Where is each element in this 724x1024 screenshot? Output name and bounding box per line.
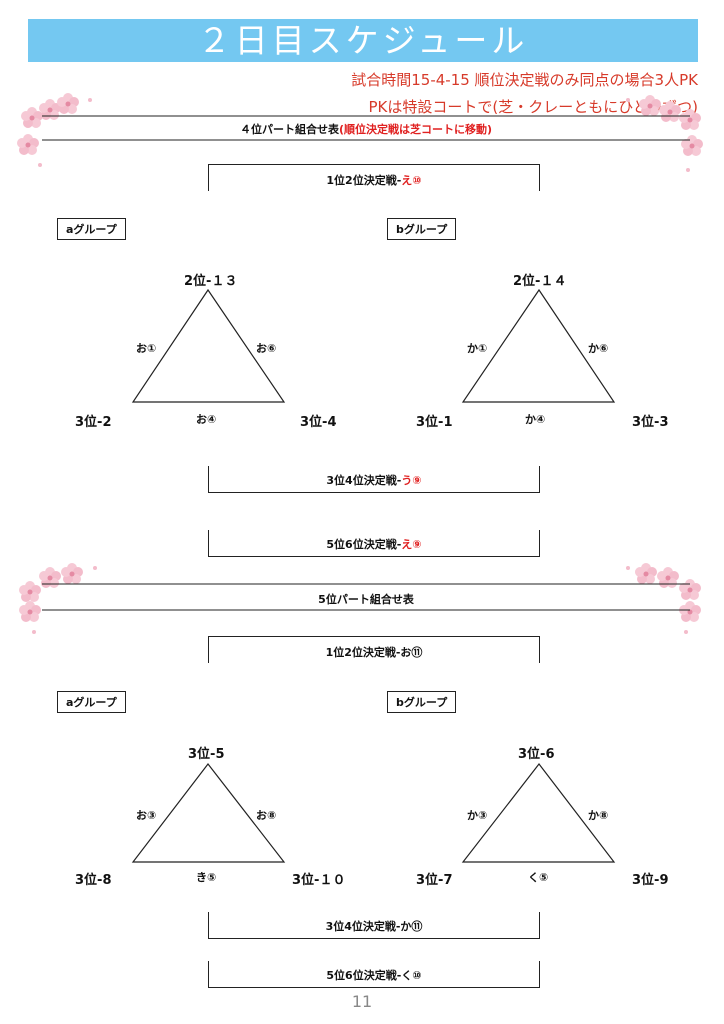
s1b-edge-right: か⑥ <box>588 342 609 355</box>
s1-final12-label: 1位2位決定戦-え⑩ <box>326 174 422 187</box>
blossom-decoration-mid-right <box>626 563 701 634</box>
s1-group-b-label: bグループ <box>387 218 457 240</box>
s2-final34-bracket: 3位4位決定戦-か⑪ <box>208 912 540 939</box>
s2a-edge-right: お⑧ <box>256 809 277 822</box>
title-banner: ２日目スケジュール <box>28 19 698 62</box>
s2b-top-team: 3位-6 <box>518 747 555 762</box>
pk-court-note: PKは特設コートで(芝・クレーともにひとつずつ) <box>368 98 698 116</box>
match-time-note: 試合時間15-4-15 順位決定戦のみ同点の場合3人PK <box>351 71 698 89</box>
s2-final56-bracket: 5位6位決定戦-く⑩ <box>208 961 540 988</box>
page-number: 11 <box>351 992 373 1011</box>
s2b-right-team: 3位-9 <box>632 873 669 888</box>
s1-final34-label: 3位4位決定戦-う⑨ <box>326 474 422 487</box>
blossom-decoration-mid-left <box>19 563 97 634</box>
s2a-left-team: 3位-8 <box>75 873 112 888</box>
section1-header: ４位パート組合せ表(順位決定戦は芝コートに移動) <box>42 121 690 137</box>
s1-final56-bracket: 5位6位決定戦-え⑨ <box>208 530 540 557</box>
s2-final12-bracket: 1位2位決定戦-お⑪ <box>208 636 540 663</box>
s2a-top-team: 3位-5 <box>188 747 225 762</box>
triangle-s2-group-b <box>461 763 616 863</box>
section1-title-note: (順位決定戦は芝コートに移動) <box>338 123 493 136</box>
s1b-edge-left: か① <box>467 342 488 355</box>
section1-title: ４位パート組合せ表 <box>239 123 339 136</box>
s1a-top-team: 2位-１３ <box>184 274 238 289</box>
s1-final34-bracket: 3位4位決定戦-う⑨ <box>208 466 540 493</box>
s1-group-a-label: aグループ <box>57 218 126 240</box>
s2a-edge-bottom: き⑤ <box>196 871 217 884</box>
blossom-decoration-top-right <box>626 95 703 172</box>
s2-group-a-label: aグループ <box>57 691 126 713</box>
s2-final34-label: 3位4位決定戦-か⑪ <box>325 920 423 933</box>
triangle-s1-group-b <box>461 288 616 403</box>
s1a-edge-left: お① <box>136 342 157 355</box>
s2a-right-team: 3位-１０ <box>292 873 346 888</box>
blossom-decoration-top-left <box>17 93 92 167</box>
s1-final56-label: 5位6位決定戦-え⑨ <box>326 538 422 551</box>
s2-final56-label: 5位6位決定戦-く⑩ <box>326 969 422 982</box>
s1-final12-bracket: 1位2位決定戦-え⑩ <box>208 164 540 191</box>
s2b-edge-left: か③ <box>467 809 488 822</box>
s2b-edge-right: か⑧ <box>588 809 609 822</box>
s2a-edge-left: お③ <box>136 809 157 822</box>
section2-title: 5位パート組合せ表 <box>318 593 414 606</box>
s1b-right-team: 3位-3 <box>632 415 669 430</box>
triangle-s2-group-a <box>131 763 286 863</box>
s2-final12-label: 1位2位決定戦-お⑪ <box>325 646 423 659</box>
s1b-left-team: 3位-1 <box>416 415 453 430</box>
triangle-s1-group-a <box>131 288 286 403</box>
s1a-right-team: 3位-4 <box>300 415 337 430</box>
page-title: ２日目スケジュール <box>197 21 529 60</box>
s1a-edge-right: お⑥ <box>256 342 277 355</box>
s2b-edge-bottom: く⑤ <box>528 871 549 884</box>
s2-group-b-label: bグループ <box>387 691 457 713</box>
s1b-edge-bottom: か④ <box>525 413 546 426</box>
s1a-left-team: 3位-2 <box>75 415 112 430</box>
s2b-left-team: 3位-7 <box>416 873 453 888</box>
s1b-top-team: 2位-１４ <box>513 274 567 289</box>
s1a-edge-bottom: お④ <box>196 413 217 426</box>
